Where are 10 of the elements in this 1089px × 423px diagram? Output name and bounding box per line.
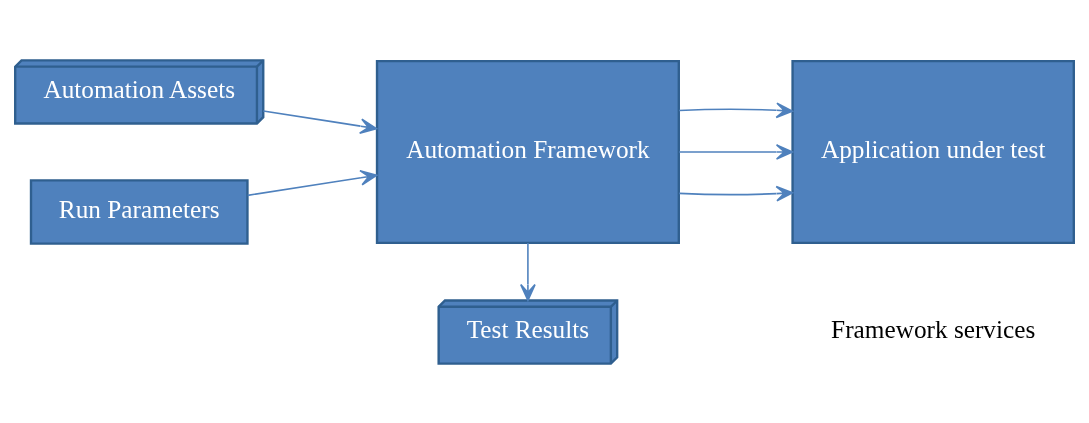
node-box: Run Parameters [29, 178, 249, 245]
arrow [520, 241, 536, 301]
arrow [246, 169, 378, 196]
arrow [678, 185, 794, 201]
arrow [262, 109, 378, 134]
arrow [678, 101, 794, 118]
node-box: Automation Framework [375, 59, 680, 244]
label: Framework services [831, 314, 1036, 343]
node-box: Application under test [791, 59, 1075, 244]
arrow [678, 143, 794, 160]
